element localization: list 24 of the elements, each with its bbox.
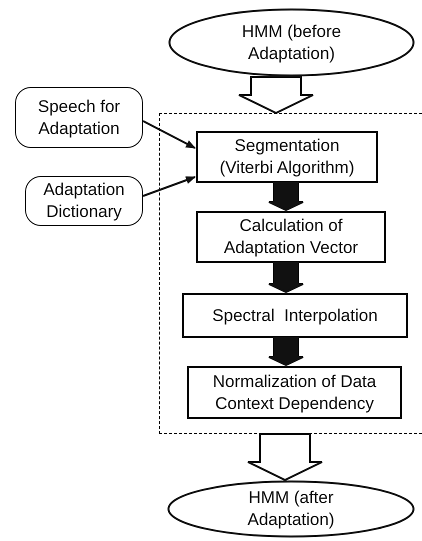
input-box [25, 176, 143, 226]
process-box [182, 293, 408, 338]
terminal-label: HMM (before Adaptation) [240, 20, 342, 64]
terminal-ellipse [168, 8, 415, 77]
input-box [15, 87, 143, 148]
step-label: Adaptation Dictionary [42, 179, 126, 223]
step-label: Speech for Adaptation [36, 96, 122, 140]
dashed-boundary [159, 113, 422, 434]
arrow [142, 176, 196, 197]
process-box [196, 131, 378, 183]
step-label: Calculation of Adaptation Vector [222, 215, 360, 259]
step-label: Segmentation (Viterbi Algorithm) [218, 135, 356, 179]
step-label: Spectral Interpolation [212, 304, 378, 326]
hollow-block-arrow [247, 433, 323, 482]
terminal-label: HMM (after Adaptation) [246, 487, 336, 531]
process-box [196, 211, 386, 263]
block-arrow [268, 336, 304, 366]
arrow [142, 120, 196, 149]
step-label: Normalization of Data Context Dependency [212, 370, 378, 414]
hollow-block-arrow [238, 76, 314, 114]
block-arrow [268, 261, 304, 294]
terminal-ellipse [167, 480, 415, 538]
block-arrow [268, 181, 304, 212]
process-box [187, 366, 402, 419]
